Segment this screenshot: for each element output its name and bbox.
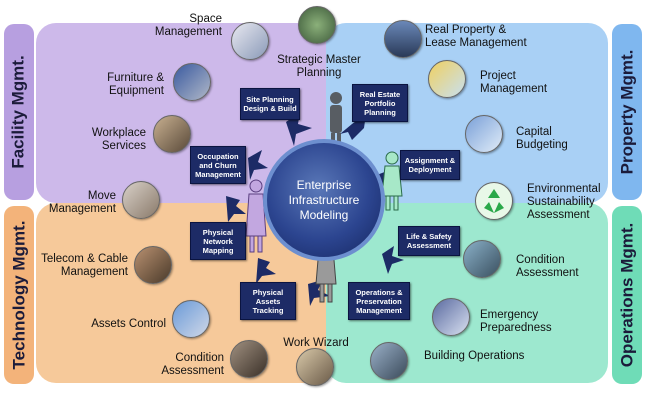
work-wizard-photo: [296, 348, 334, 386]
facility-side-label: Facility Mgmt.: [4, 24, 34, 200]
recycle-icon: [484, 189, 504, 213]
strategic-planning-photo: [298, 6, 336, 44]
property-side-label: Property Mgmt.: [612, 24, 642, 200]
project-management-photo: [428, 60, 466, 98]
arrow-icon: [286, 112, 312, 146]
arrow-icon: [248, 150, 268, 180]
assignment-deployment-box: Assignment &Deployment: [400, 150, 460, 180]
person-silhouette-icon: [381, 151, 403, 211]
tech-condition-photo: [230, 340, 268, 378]
emergency-photo: [432, 298, 470, 336]
telecom-photo: [134, 246, 172, 284]
arrow-icon: [256, 258, 276, 284]
furniture-photo: [173, 63, 211, 101]
arrow-icon: [226, 196, 246, 222]
real-property-lease-label: Real Property &Lease Management: [425, 24, 527, 49]
assets-control-label: Assets Control: [91, 318, 166, 330]
arrow-icon: [308, 280, 330, 306]
space-management-photo: [231, 22, 269, 60]
work-wizard-label: Work Wizard: [283, 337, 349, 349]
capital-budgeting-photo: [465, 115, 503, 153]
building-operations-photo: [370, 342, 408, 380]
environmental-photo: [475, 182, 513, 220]
center-line-3: Modeling: [299, 207, 349, 222]
arrow-icon: [382, 246, 404, 274]
move-management-photo: [122, 181, 160, 219]
operations-condition-photo: [463, 240, 501, 278]
furniture-equipment-label: Furniture &Equipment: [107, 72, 164, 97]
operations-side-label: Operations Mgmt.: [612, 206, 642, 384]
center-line-2: Infrastructure: [288, 192, 360, 207]
building-operations-label: Building Operations: [424, 350, 525, 362]
assets-control-photo: [172, 300, 210, 338]
person-silhouette-icon: [245, 179, 267, 253]
enterprise-infrastructure-modeling-hub: Enterprise Infrastructure Modeling: [263, 139, 385, 261]
workplace-services-photo: [153, 115, 191, 153]
center-line-1: Enterprise: [296, 177, 352, 192]
real-property-photo: [384, 20, 422, 58]
technology-side-label: Technology Mgmt.: [4, 206, 34, 384]
